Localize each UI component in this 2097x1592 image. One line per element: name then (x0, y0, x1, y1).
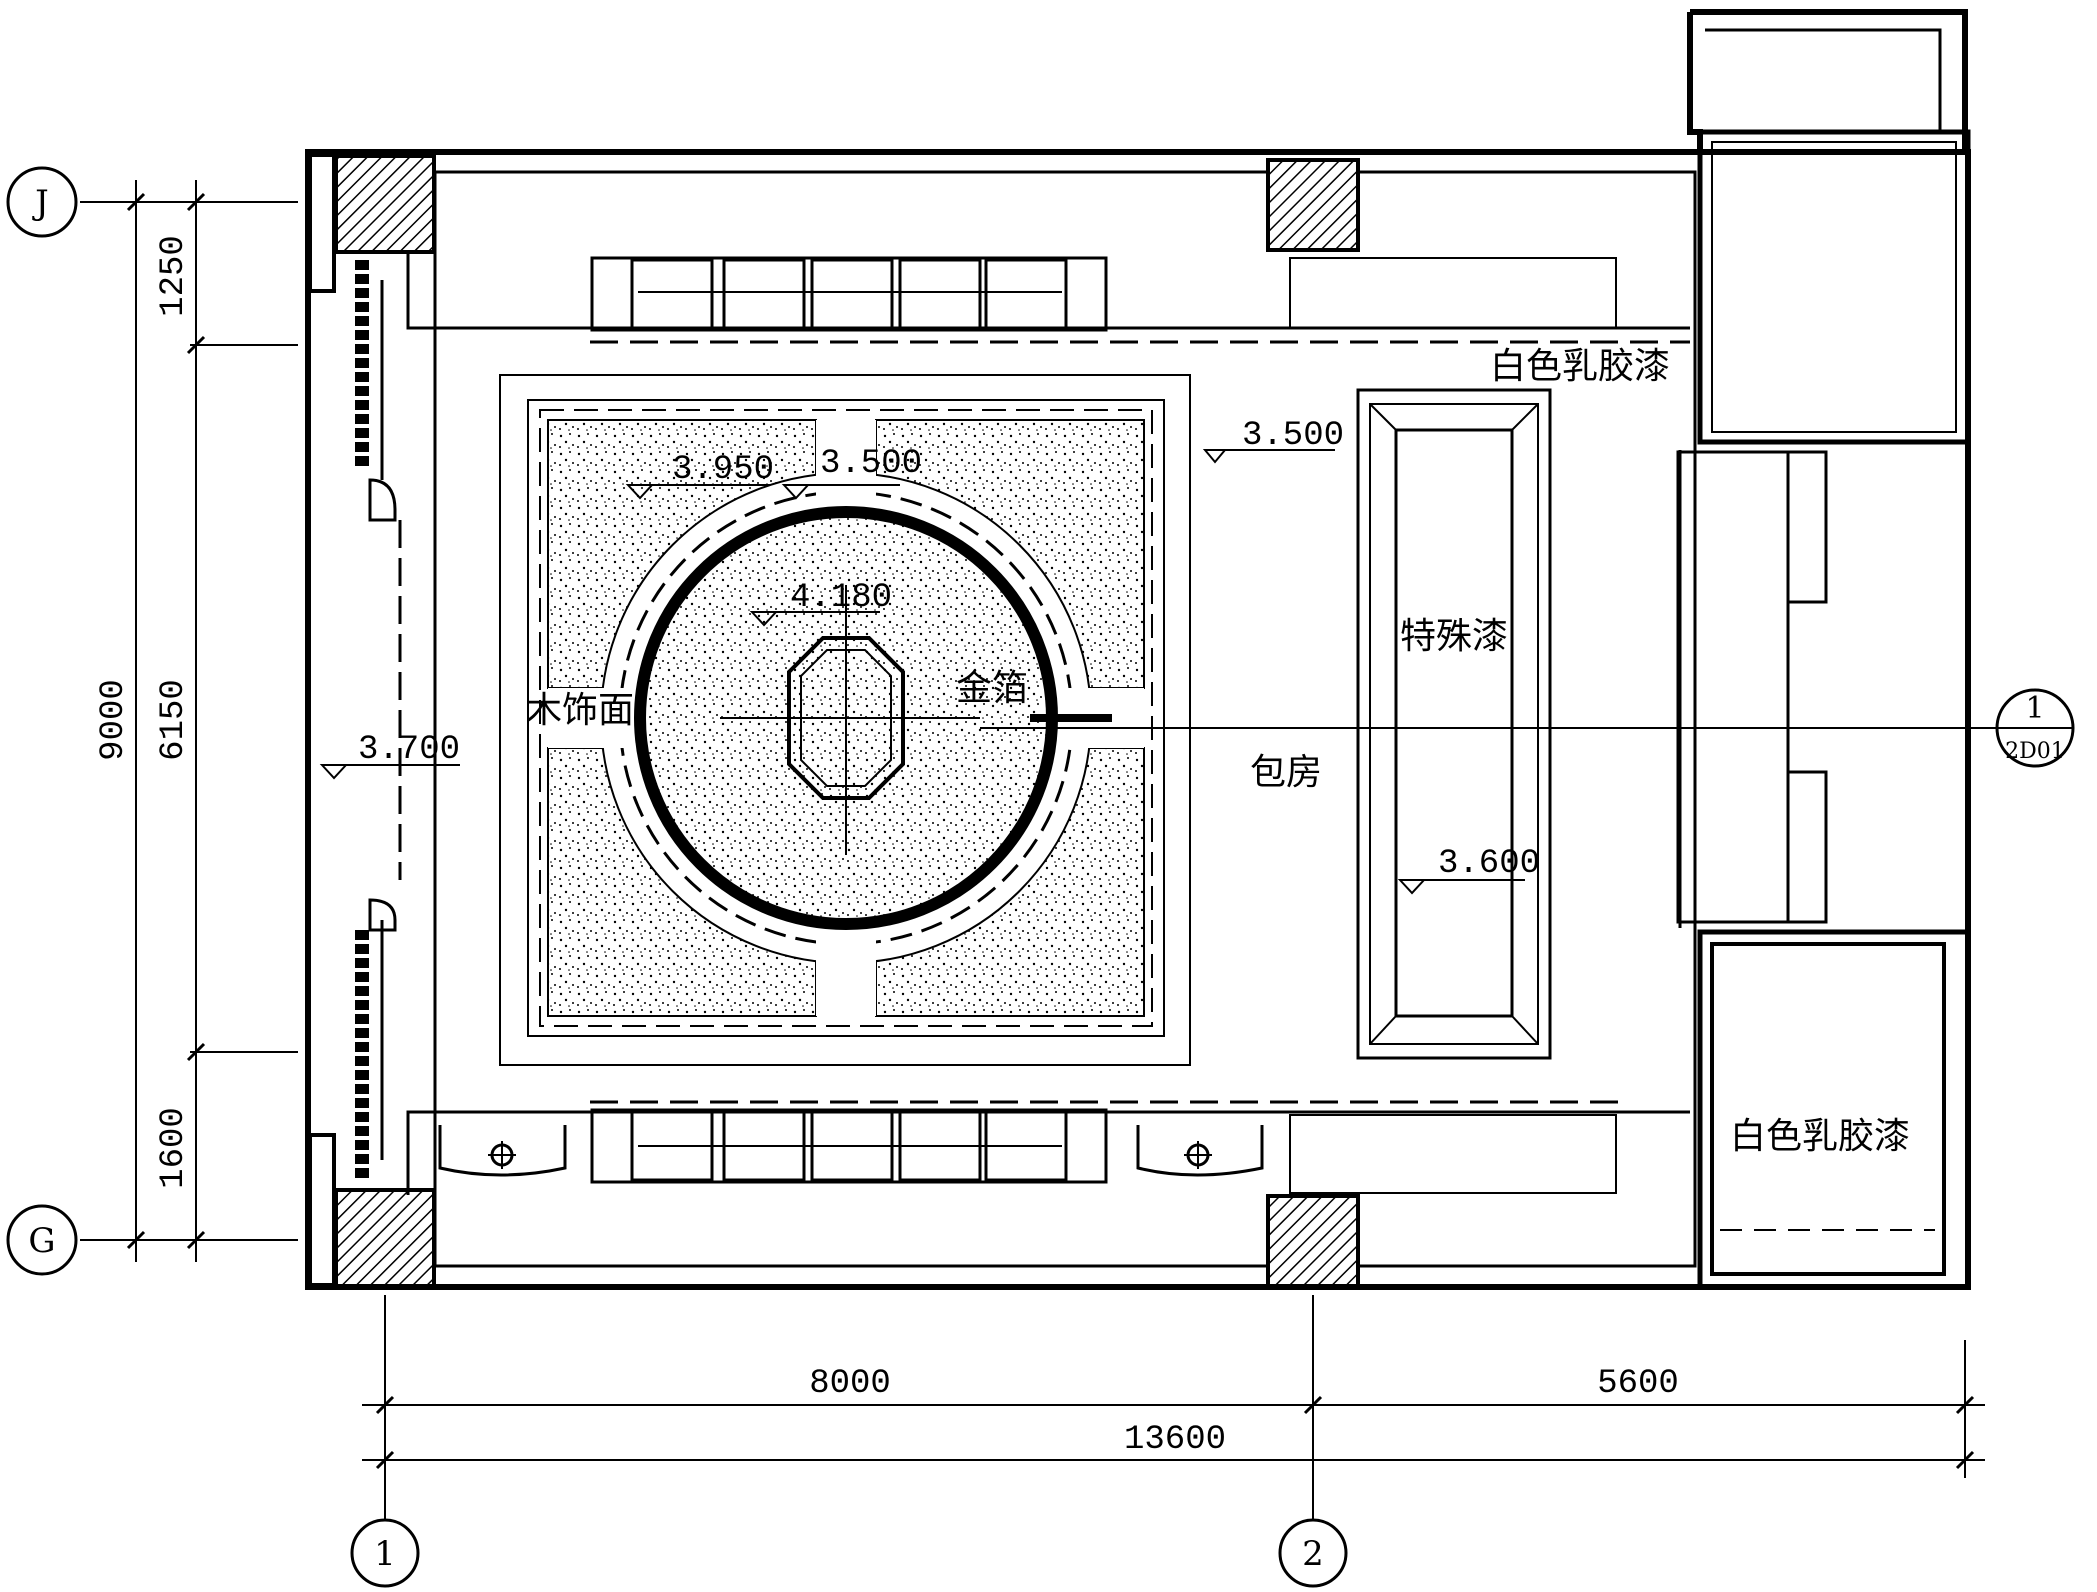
dim-13600: 13600 (1124, 1421, 1226, 1459)
column-top-left (334, 154, 436, 254)
label-wood-veneer: 木饰面 (526, 690, 634, 731)
label-special-paint: 特殊漆 (1400, 616, 1508, 657)
elev-dome-center: 4.180 (790, 579, 892, 617)
dim-6150: 6150 (155, 679, 193, 761)
special-paint-panel (1356, 388, 1552, 1060)
section-number: 1 (2025, 691, 2044, 726)
bottom-dimensions: 8000 5600 13600 (362, 1295, 1985, 1530)
axis-J: J (32, 183, 49, 223)
axis-2: 2 (1302, 1534, 1324, 1574)
axis-G: G (28, 1221, 55, 1261)
elev-ring-outer: 3.950 (672, 451, 774, 489)
section-sheet: 2D01 (2005, 739, 2065, 764)
ceiling-boundary (406, 250, 1690, 1195)
material-labels: 白色乳胶漆 特殊漆 金箔 木饰面 包房 白色乳胶漆 (526, 346, 1910, 1157)
dim-5600: 5600 (1597, 1365, 1679, 1403)
dim-9000: 9000 (95, 679, 133, 761)
elevation-markers: 3.500 3.950 3.500 4.180 3.700 3.600 (319, 417, 1540, 895)
dim-1250: 1250 (155, 235, 193, 317)
label-white-latex-top: 白色乳胶漆 (1490, 346, 1670, 387)
columns (308, 153, 1360, 1288)
outer-walls (305, 9, 1971, 1290)
top-window-bank (590, 256, 1617, 332)
elev-left-bay: 3.700 (358, 731, 460, 769)
label-private-room: 包房 (1250, 752, 1322, 793)
elev-right-panel: 3.600 (1438, 845, 1540, 883)
dim-1600: 1600 (155, 1107, 193, 1189)
left-curtain (307, 260, 402, 1180)
section-line: 1 2D01 (980, 688, 2075, 768)
bottom-window-bank (590, 1108, 1617, 1194)
axis-1: 1 (374, 1534, 396, 1574)
label-white-latex-bottom: 白色乳胶漆 (1730, 1116, 1910, 1157)
light-fixtures (438, 1125, 1264, 1177)
elev-outer-ceiling: 3.500 (1242, 417, 1344, 455)
column-bottom-left (334, 1188, 436, 1288)
elev-ring-inner: 3.500 (820, 445, 922, 483)
left-dimensions: 1250 6150 1600 9000 (80, 180, 298, 1262)
column-bottom-mid (1266, 1194, 1360, 1288)
column-top-mid (1266, 158, 1360, 252)
dim-8000: 8000 (809, 1365, 891, 1403)
central-ceiling-feature (499, 374, 1191, 1066)
axis-bubbles: J G 1 2 (6, 166, 1348, 1588)
label-gold-leaf: 金箔 (956, 668, 1028, 709)
